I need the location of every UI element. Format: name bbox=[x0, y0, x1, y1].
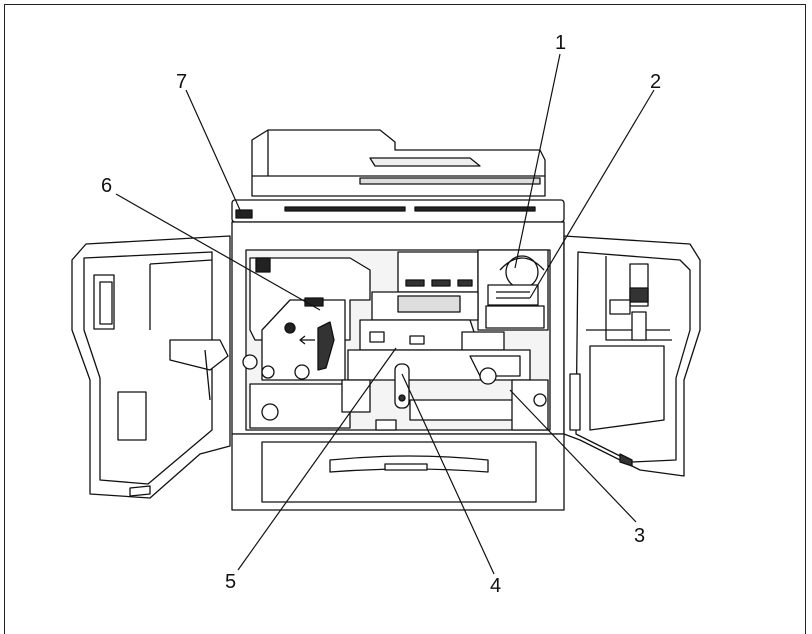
paper-drawer bbox=[231, 433, 565, 511]
callout-6: 6 bbox=[101, 175, 113, 197]
callout-4: 4 bbox=[490, 575, 502, 597]
toner-area bbox=[397, 249, 549, 331]
drum-unit-area bbox=[347, 291, 531, 385]
right-door bbox=[563, 235, 701, 477]
callout-7: 7 bbox=[176, 71, 188, 93]
callout-5: 5 bbox=[225, 571, 237, 593]
figure-frame bbox=[4, 4, 806, 634]
leader-lines bbox=[115, 53, 655, 575]
fusing-unit-area bbox=[242, 257, 371, 429]
callout-2: 2 bbox=[650, 71, 662, 93]
left-door bbox=[71, 235, 231, 499]
callout-1: 1 bbox=[555, 32, 567, 54]
document-feeder bbox=[251, 129, 546, 197]
callout-3: 3 bbox=[634, 525, 646, 547]
transfer-area bbox=[341, 363, 549, 431]
